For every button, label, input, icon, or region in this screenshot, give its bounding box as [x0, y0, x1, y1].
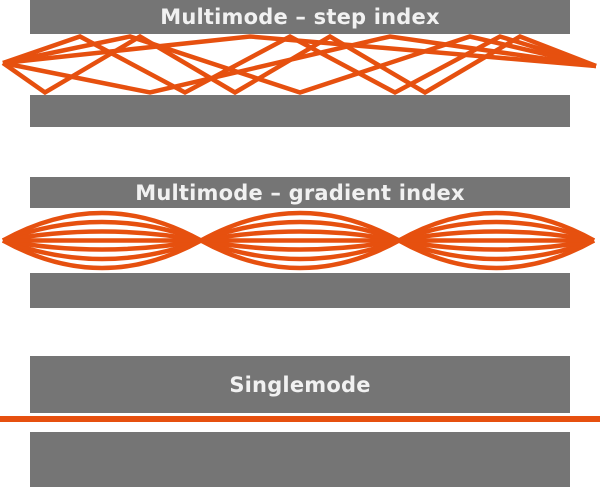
gradient-index-lens-rays [1, 210, 596, 271]
section-label-gradient-index: Multimode – gradient index [135, 180, 465, 205]
cladding-bar-gradient-index-top: Multimode – gradient index [30, 177, 570, 208]
cladding-bar-gradient-index-bottom [30, 273, 570, 308]
cladding-bar-singlemode-top: Singlemode [30, 356, 570, 413]
section-label-step-index: Multimode – step index [160, 5, 440, 29]
step-index-zigzag-rays [1, 33, 597, 96]
cladding-bar-singlemode-bottom [30, 432, 570, 487]
section-label-singlemode: Singlemode [229, 372, 371, 397]
cladding-bar-step-index-bottom [30, 95, 570, 127]
cladding-bar-step-index-top: Multimode – step index [30, 0, 570, 34]
